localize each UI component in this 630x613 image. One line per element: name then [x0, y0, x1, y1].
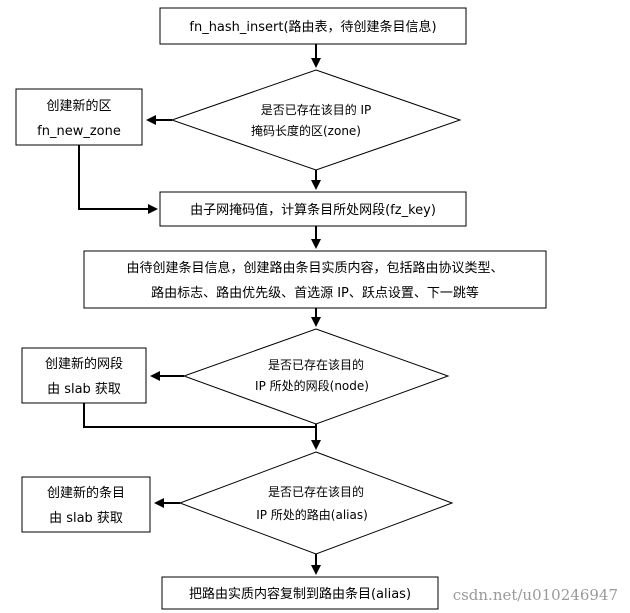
connector-create-node-to-merge	[83, 403, 316, 428]
create-zone-line2: fn_new_zone	[37, 124, 121, 139]
start-text: fn_hash_insert(路由表，待创建条目信息)	[189, 19, 436, 35]
decision-alias-diamond	[178, 451, 454, 555]
create-node-line2: 由 slab 获取	[47, 382, 121, 397]
watermark-text: csdn.net/u010246947	[453, 586, 618, 604]
decision-node-diamond	[182, 328, 450, 425]
copy-entry-box	[161, 576, 439, 610]
create-entry-line1: 由待创建条目信息，创建路由条目实质内容，包括路由协议类型、	[126, 260, 503, 276]
decision-zone-diamond	[170, 69, 462, 171]
create-node-box	[21, 347, 147, 404]
create-alias-line2: 由 slab 获取	[49, 511, 123, 526]
compute-key-box	[159, 191, 467, 227]
create-zone-box	[15, 88, 143, 146]
create-alias-line1: 创建新的条目	[47, 485, 125, 501]
decision-node-line1: 是否已存在该目的	[268, 357, 364, 372]
create-zone-line1: 创建新的区	[46, 98, 111, 114]
create-entry-line2: 路由标志、路由优先级、首选源 IP、跃点设置、下一跳等	[151, 285, 479, 301]
arrow-create-zone-to-compute-key	[78, 145, 158, 214]
decision-node-line2: IP 所处的网段(node)	[255, 378, 369, 393]
compute-key-text: 由子网掩码值，计算条目所处网段(fz_key)	[190, 202, 436, 218]
copy-entry-text: 把路由实质内容复制到路由条目(alias)	[189, 586, 411, 602]
decision-zone-line2: 掩码长度的区(zone)	[251, 123, 361, 138]
create-entry-box	[83, 250, 547, 309]
create-node-line1: 创建新的网段	[45, 356, 123, 372]
decision-zone-line1: 是否已存在该目的 IP	[261, 102, 372, 117]
create-alias-box	[21, 476, 151, 533]
decision-alias-line1: 是否已存在该目的	[268, 484, 364, 499]
decision-alias-line2: IP 所处的路由(alias)	[256, 507, 368, 522]
start-box	[159, 7, 467, 45]
